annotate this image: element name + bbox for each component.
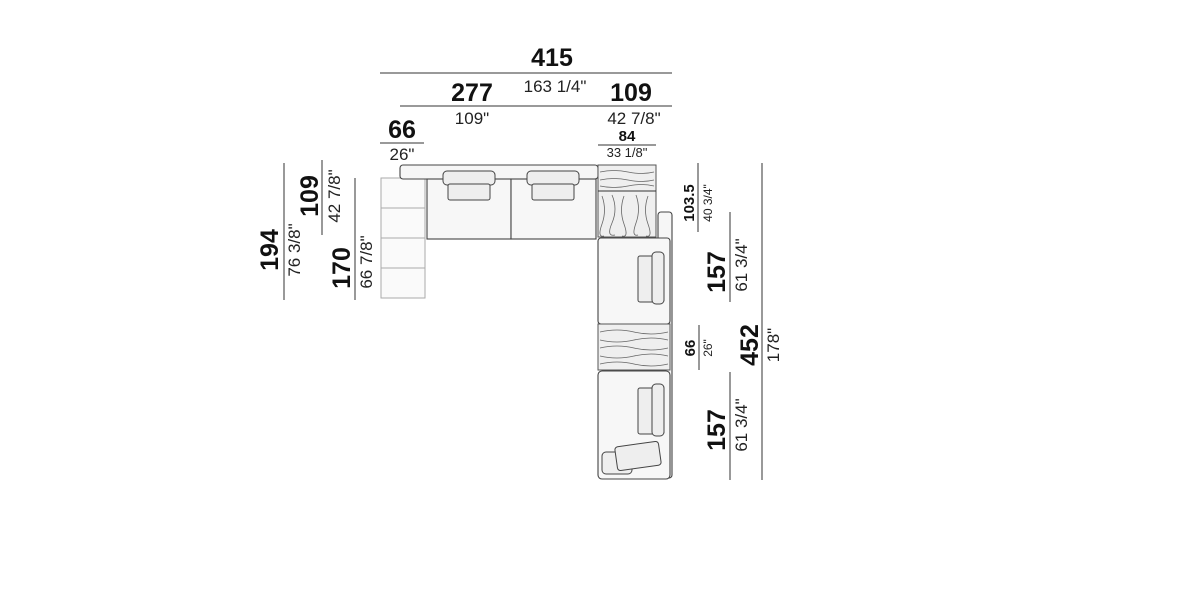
left-module-cm: 66 [388,116,416,144]
right-lower-inch: 61 3/4" [732,398,751,451]
sofa-width-cm: 277 [451,79,493,107]
left-side-inch: 66 7/8" [357,235,376,288]
cushion-5 [601,440,662,475]
left-side-cm: 170 [328,247,356,289]
left-total-inch: 76 3/8" [285,223,304,276]
corner-width-cm: 109 [610,79,652,107]
cushion-3 [637,251,665,305]
left-total-cm: 194 [256,229,284,271]
left-depth-inch: 42 7/8" [325,169,344,222]
total-width-inch: 163 1/4" [524,77,587,96]
corner-table [597,164,657,238]
right-top-inch: 40 3/4" [701,184,715,222]
cushion-2 [526,170,580,201]
right-mid-inch: 26" [701,339,715,357]
table-width-cm: 84 [619,128,636,145]
left-depth-cm: 109 [296,175,324,217]
left-chaise-module [380,177,426,299]
right-lower-cm: 157 [703,409,731,451]
table-width-inch: 33 1/8" [607,145,648,160]
right-top-cm: 103.5 [681,184,698,222]
middle-table [597,323,671,371]
right-mid-cm: 66 [682,340,699,357]
right-total-cm: 452 [736,324,764,366]
right-upper-cm: 157 [703,251,731,293]
sofa-width-inch: 109" [455,109,489,128]
total-width-cm: 415 [531,44,573,72]
corner-width-inch: 42 7/8" [607,109,660,128]
left-module-inch: 26" [390,145,415,164]
cushion-1 [442,170,496,201]
right-total-inch: 178" [764,328,783,362]
right-upper-inch: 61 3/4" [732,238,751,291]
cushion-4 [637,383,665,437]
